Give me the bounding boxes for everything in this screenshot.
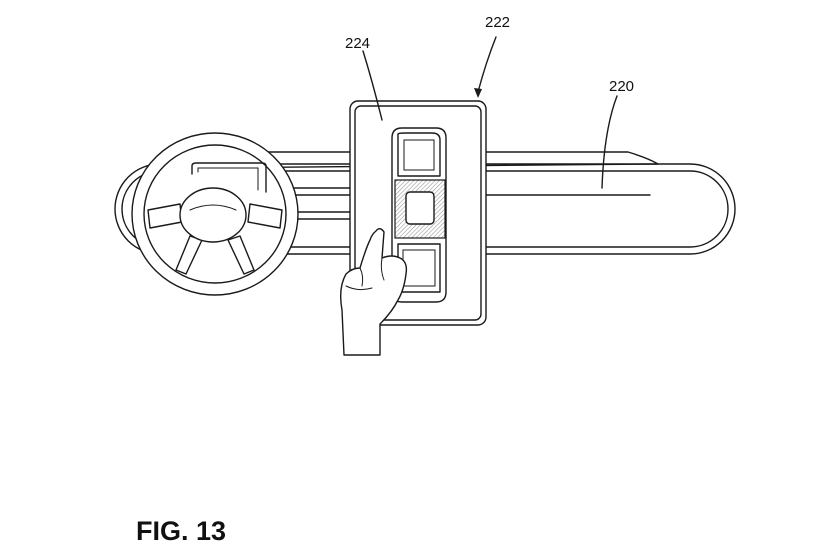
ref-label-222: 222 [485,14,510,31]
ref-label-220: 220 [609,78,634,95]
vehicle-top-view-screen [391,127,447,303]
reference-leaders [362,36,618,189]
figure-caption: FIG. 13 [136,516,226,546]
dashboard [114,151,736,255]
user-hand [339,228,408,356]
ref-label-224: 224 [345,35,370,52]
steering-wheel [131,132,299,296]
